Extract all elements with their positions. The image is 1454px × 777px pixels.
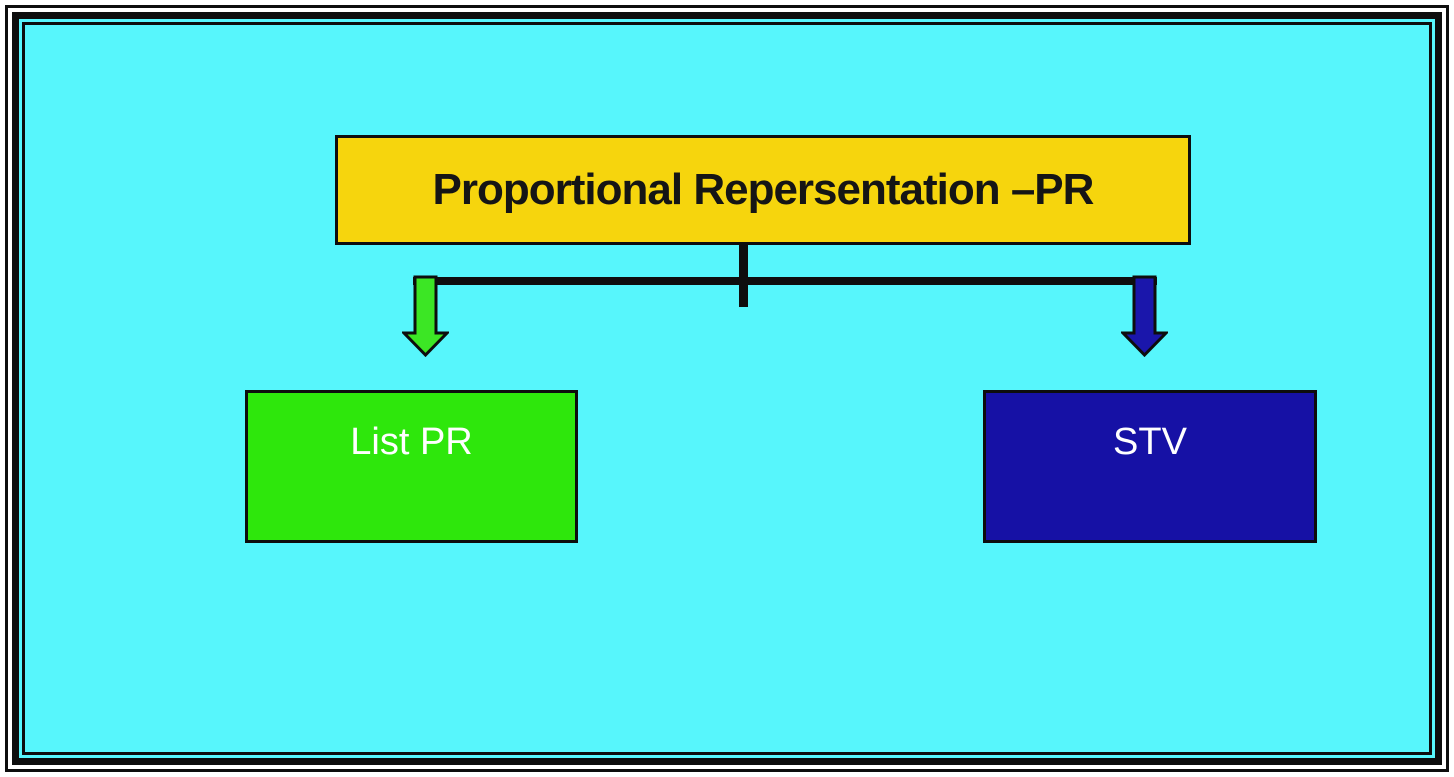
child-node-stv: STV [983,390,1317,543]
root-node-label: Proportional Repersentation –PR [432,165,1095,214]
child-node-list-pr: List PR [245,390,578,543]
connector-vertical-stub [739,245,748,307]
diagram-content: Proportional Repersentation –PR List PR … [25,25,1429,752]
root-node-proportional-representation: Proportional Repersentation –PR [335,135,1191,245]
down-arrow-shape-green [402,275,449,357]
child-node-list-pr-label: List PR [350,421,473,463]
connector-horizontal-bar [413,277,1157,285]
child-node-stv-label: STV [1113,421,1187,463]
down-arrow-icon-list-pr [402,275,449,357]
down-arrow-icon-stv [1121,275,1168,357]
down-arrow-shape-blue [1121,275,1168,357]
